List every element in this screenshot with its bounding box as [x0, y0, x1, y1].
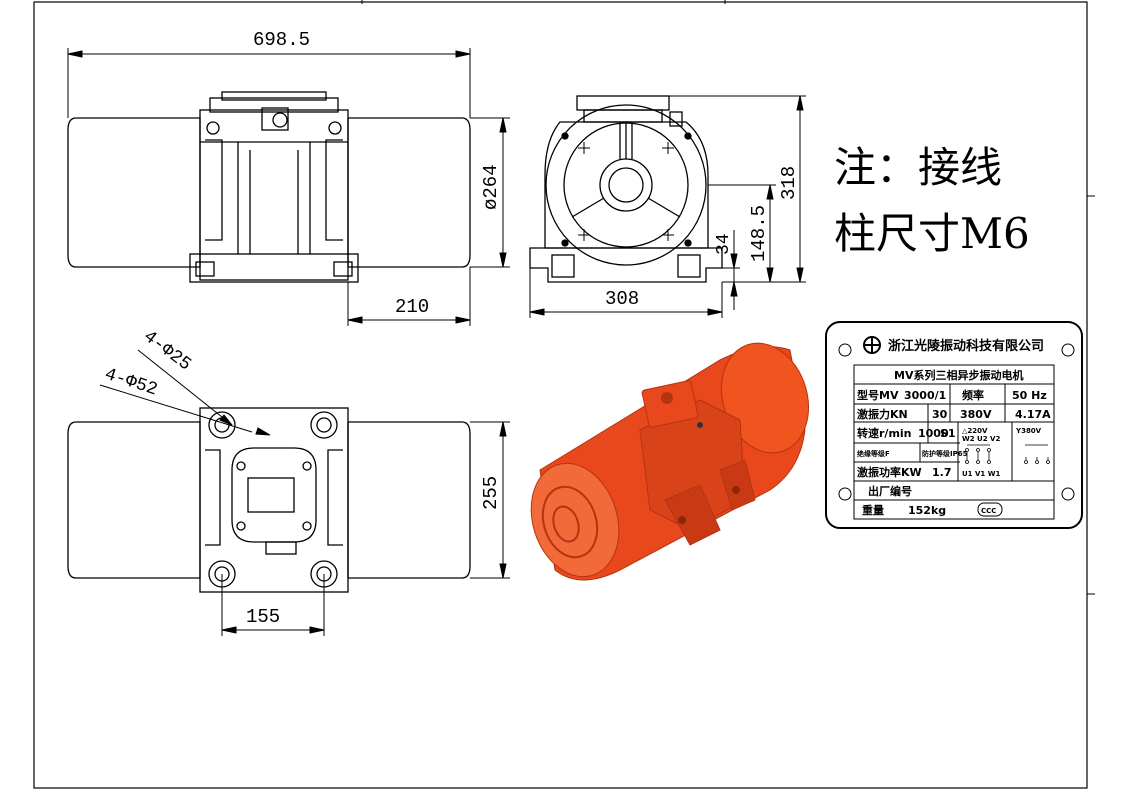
note-line-2: 柱尺寸M6 — [834, 209, 1030, 258]
nameplate-insulation: 绝缘等级F — [857, 449, 890, 458]
dim-body-diameter: ø264 — [480, 164, 502, 210]
ccc-mark-icon: CCC — [981, 507, 996, 515]
nameplate-serial-label: 出厂编号 — [868, 484, 912, 498]
side-view-dimensions — [529, 95, 806, 318]
dim-overall-height: 318 — [778, 166, 800, 200]
nameplate-model-value: 3000/1 — [904, 389, 946, 402]
nameplate-voltage: 380V — [960, 408, 992, 421]
front-view-dimensions — [67, 48, 510, 326]
nameplate-model-label: 型号MV — [857, 388, 899, 402]
dim-foot-span-length: 155 — [246, 606, 280, 628]
dim-base-width: 308 — [605, 288, 639, 310]
nameplate — [825, 321, 1083, 529]
nameplate-weight-label: 重量 — [862, 503, 884, 517]
nameplate-freq-label: 频率 — [962, 388, 984, 402]
top-view — [67, 407, 471, 593]
note-line-1: 注：接线 — [834, 143, 1002, 192]
dim-small-holes: 4-Φ25 — [139, 327, 194, 375]
nameplate-force-label: 激振力KN — [857, 407, 908, 421]
side-view — [529, 95, 723, 283]
nameplate-power-value: 1.7 — [932, 466, 952, 479]
dim-overall-length: 698.5 — [253, 29, 310, 51]
dim-end-offset: 210 — [395, 296, 429, 318]
dim-foot-span-depth: 255 — [480, 476, 502, 510]
nameplate-terms-top: W2 U2 V2 — [962, 435, 1000, 443]
nameplate-protection: 防护等级IP65 — [922, 449, 968, 458]
nameplate-speed-label: 转速r/min — [857, 426, 912, 440]
nameplate-force-value: 30 — [932, 408, 948, 421]
nameplate-speed-value: 1000 — [918, 427, 949, 440]
nameplate-current: 4.17A — [1015, 408, 1051, 421]
nameplate-star: Y380V — [1015, 427, 1042, 435]
dim-foot-height: 34 — [714, 233, 734, 255]
nameplate-freq-value: 50 Hz — [1012, 389, 1047, 402]
nameplate-duty: S1 — [940, 427, 956, 440]
nameplate-delta: △220V — [962, 427, 988, 435]
nameplate-series: MV系列三相异步振动电机 — [894, 368, 1023, 382]
nameplate-power-label: 激振功率KW — [857, 465, 922, 479]
nameplate-weight-value: 152kg — [908, 504, 946, 517]
drawing-frame — [33, 1, 1088, 789]
front-view — [67, 91, 471, 283]
nameplate-terms-bottom: U1 V1 W1 — [962, 470, 1000, 478]
dim-center-height: 148.5 — [748, 205, 770, 262]
motor-3d-render — [530, 342, 810, 581]
top-view-dimensions — [99, 349, 510, 636]
nameplate-company: 浙江光陵振动科技有限公司 — [888, 338, 1044, 354]
